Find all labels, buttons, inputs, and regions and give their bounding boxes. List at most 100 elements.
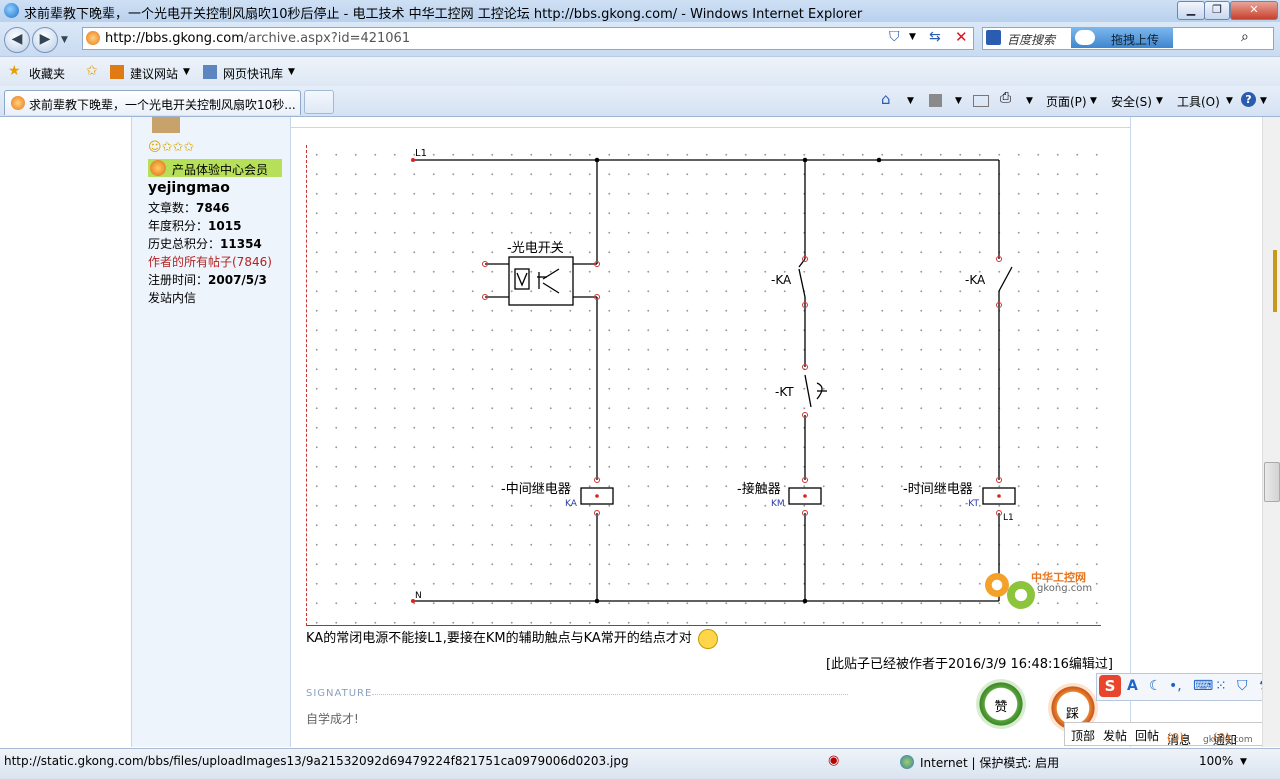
username[interactable]: yejingmao xyxy=(148,180,230,196)
post-text: KA的常闭电源不能接L1,要接在KM的辅助触点与KA常开的结点才对 xyxy=(306,631,692,646)
security-zone: Internet | 保护模式: 启用 xyxy=(920,756,1060,770)
chevron-down-icon[interactable]: ▼ xyxy=(288,67,295,77)
status-link: http://static.gkong.com/bbs/files/upload… xyxy=(4,754,629,768)
skin-icon[interactable]: ⛉ xyxy=(1237,678,1248,694)
maximize-button[interactable]: ❐ xyxy=(1204,1,1230,20)
favorites-button[interactable]: 收藏夹 xyxy=(29,67,66,81)
messages-label[interactable]: 消息 xyxy=(1167,733,1192,747)
rank-icons: ☺✩✩✩ xyxy=(148,140,195,155)
chevron-down-icon[interactable]: ▼ xyxy=(1156,96,1163,106)
url-dropdown-icon[interactable]: ▼ xyxy=(909,32,916,42)
ie-logo-icon xyxy=(4,3,19,18)
new-post-link[interactable]: 发帖 xyxy=(1103,729,1128,743)
chevron-down-icon[interactable]: ▼ xyxy=(907,96,914,106)
signature-divider xyxy=(372,694,848,695)
chevron-down-icon[interactable]: ▼ xyxy=(1260,96,1267,106)
top-link[interactable]: 顶部 xyxy=(1071,729,1096,743)
back-button[interactable]: ◀ xyxy=(4,27,30,53)
avatar xyxy=(152,117,180,133)
gear-icon xyxy=(150,160,166,176)
notice-count: (0) xyxy=(1213,731,1230,745)
timer-label: -时间继电器 xyxy=(903,482,973,497)
add-favorite-icon[interactable]: ✩ xyxy=(86,63,98,79)
scrollbar-thumb[interactable] xyxy=(1264,462,1280,502)
year-points-label: 年度积分： xyxy=(148,219,209,233)
print-icon[interactable]: ⎙ xyxy=(1000,90,1012,106)
new-tab-button[interactable] xyxy=(304,90,334,114)
help-icon[interactable]: ? xyxy=(1241,92,1256,107)
suggested-sites-button[interactable]: 建议网站 xyxy=(130,67,179,81)
tab-active[interactable]: 求前辈教下晚辈，一个光电开关控制风扇吹10秒... xyxy=(4,90,301,115)
relay-tag: KA xyxy=(565,499,577,509)
relay-label: -中间继电器 xyxy=(501,482,571,497)
circuit-svg xyxy=(411,157,1016,604)
mail-icon[interactable] xyxy=(973,95,989,107)
divider xyxy=(1130,117,1131,747)
year-points: 年度积分：1015 xyxy=(148,217,241,234)
circuit-diagram[interactable]: L1 N -光电开关 -KA -KA -KT -中间继电器 -接触器 -时间继电… xyxy=(306,145,1101,626)
title-bar: 求前辈教下晚辈，一个光电开关控制风扇吹10秒后停止 - 电工技术 中华工控网 工… xyxy=(0,0,1280,23)
grid-icon[interactable]: ⁙ xyxy=(1215,678,1227,694)
search-box[interactable]: 百度搜索 拖拽上传 ⌕ xyxy=(982,27,1274,50)
keyboard-icon[interactable]: ⌨ xyxy=(1193,678,1214,694)
shield-icon[interactable]: ⛉ xyxy=(889,29,900,45)
home-icon[interactable]: ⌂ xyxy=(881,90,891,108)
page-content: ☺✩✩✩ 产品体验中心会员 yejingmao 文章数：7846 年度积分：10… xyxy=(0,117,1270,747)
total-points-value: 11354 xyxy=(220,237,262,251)
all-posts-link[interactable]: 作者的所有帖子(7846) xyxy=(148,255,272,269)
site-favicon xyxy=(86,31,100,45)
edited-note: [此贴子已经被作者于2016/3/9 16:48:16编辑过] xyxy=(825,657,1113,672)
chevron-down-icon[interactable]: ▼ xyxy=(1026,96,1033,106)
post-body: KA的常闭电源不能接L1,要接在KM的辅助触点与KA常开的结点才对 xyxy=(306,627,718,649)
messages-count: (0) xyxy=(1167,731,1184,745)
post-count: 文章数：7846 xyxy=(148,199,229,216)
ka-nc-label: -KA xyxy=(771,273,792,287)
suggested-sites-icon xyxy=(110,65,124,79)
refresh-icon[interactable]: ⇆ xyxy=(929,29,941,45)
search-placeholder: 百度搜索 xyxy=(1007,33,1056,47)
cloud-icon xyxy=(1075,30,1095,45)
reply-link[interactable]: 回帖 xyxy=(1135,729,1160,743)
safety-menu[interactable]: 安全(S) xyxy=(1111,95,1152,109)
chevron-down-icon[interactable]: ▼ xyxy=(1090,96,1097,106)
send-message-link[interactable]: 发站内信 xyxy=(148,291,197,305)
chevron-down-icon[interactable]: ▼ xyxy=(955,96,962,106)
font-icon[interactable]: A xyxy=(1127,678,1138,694)
contactor-tag: KM xyxy=(771,499,785,509)
signature-text: 自学成才! xyxy=(306,712,359,726)
contactor-label: -接触器 xyxy=(737,482,781,497)
chevron-down-icon[interactable]: ▼ xyxy=(1226,96,1233,106)
close-button[interactable]: ✕ xyxy=(1230,1,1278,20)
privacy-icon[interactable]: ◉ xyxy=(828,753,840,768)
moon-icon[interactable]: ☾ xyxy=(1149,678,1162,694)
address-bar: ◀ ▶ ▼ http://bbs.gkong.com/archive.aspx?… xyxy=(0,22,1280,56)
chevron-down-icon[interactable]: ▼ xyxy=(183,67,190,77)
dislike-label: 踩 xyxy=(1066,707,1080,722)
zoom-level[interactable]: 100% xyxy=(1199,754,1234,768)
status-bar: http://static.gkong.com/bbs/files/upload… xyxy=(0,748,1280,779)
scroll-marker xyxy=(1273,250,1277,312)
tools-menu[interactable]: 工具(O) xyxy=(1177,95,1220,109)
like-button[interactable]: 赞 xyxy=(976,679,1026,729)
forward-button[interactable]: ▶ xyxy=(32,27,58,53)
stop-icon[interactable]: ✕ xyxy=(955,28,968,46)
register-date-label: 注册时间： xyxy=(148,273,209,287)
upload-button[interactable]: 拖拽上传 xyxy=(1071,27,1173,48)
gear-icon xyxy=(1007,581,1035,609)
sogou-icon[interactable]: S xyxy=(1099,675,1121,697)
punctuation-icon[interactable]: •, xyxy=(1169,678,1182,694)
register-date: 注册时间：2007/5/3 xyxy=(148,271,267,288)
url-field[interactable]: http://bbs.gkong.com/archive.aspx?id=421… xyxy=(82,27,974,50)
feeds-icon[interactable] xyxy=(929,94,942,107)
notice-label[interactable]: 通知 xyxy=(1213,733,1238,747)
chevron-down-icon[interactable]: ▼ xyxy=(1240,757,1247,767)
page-menu[interactable]: 页面(P) xyxy=(1046,95,1087,109)
history-dropdown-icon[interactable]: ▼ xyxy=(61,35,68,45)
author-sidebar: ☺✩✩✩ 产品体验中心会员 yejingmao 文章数：7846 年度积分：10… xyxy=(131,117,291,747)
favorites-bar: ★ 收藏夹 ✩ 建议网站 ▼ 网页快讯库 ▼ xyxy=(0,56,1280,87)
minimize-button[interactable]: ▁ xyxy=(1177,1,1205,20)
vertical-scrollbar[interactable] xyxy=(1262,117,1280,747)
member-badge-text: 产品体验中心会员 xyxy=(172,163,269,177)
search-icon[interactable]: ⌕ xyxy=(1241,29,1249,45)
web-slice-button[interactable]: 网页快讯库 xyxy=(223,67,284,81)
